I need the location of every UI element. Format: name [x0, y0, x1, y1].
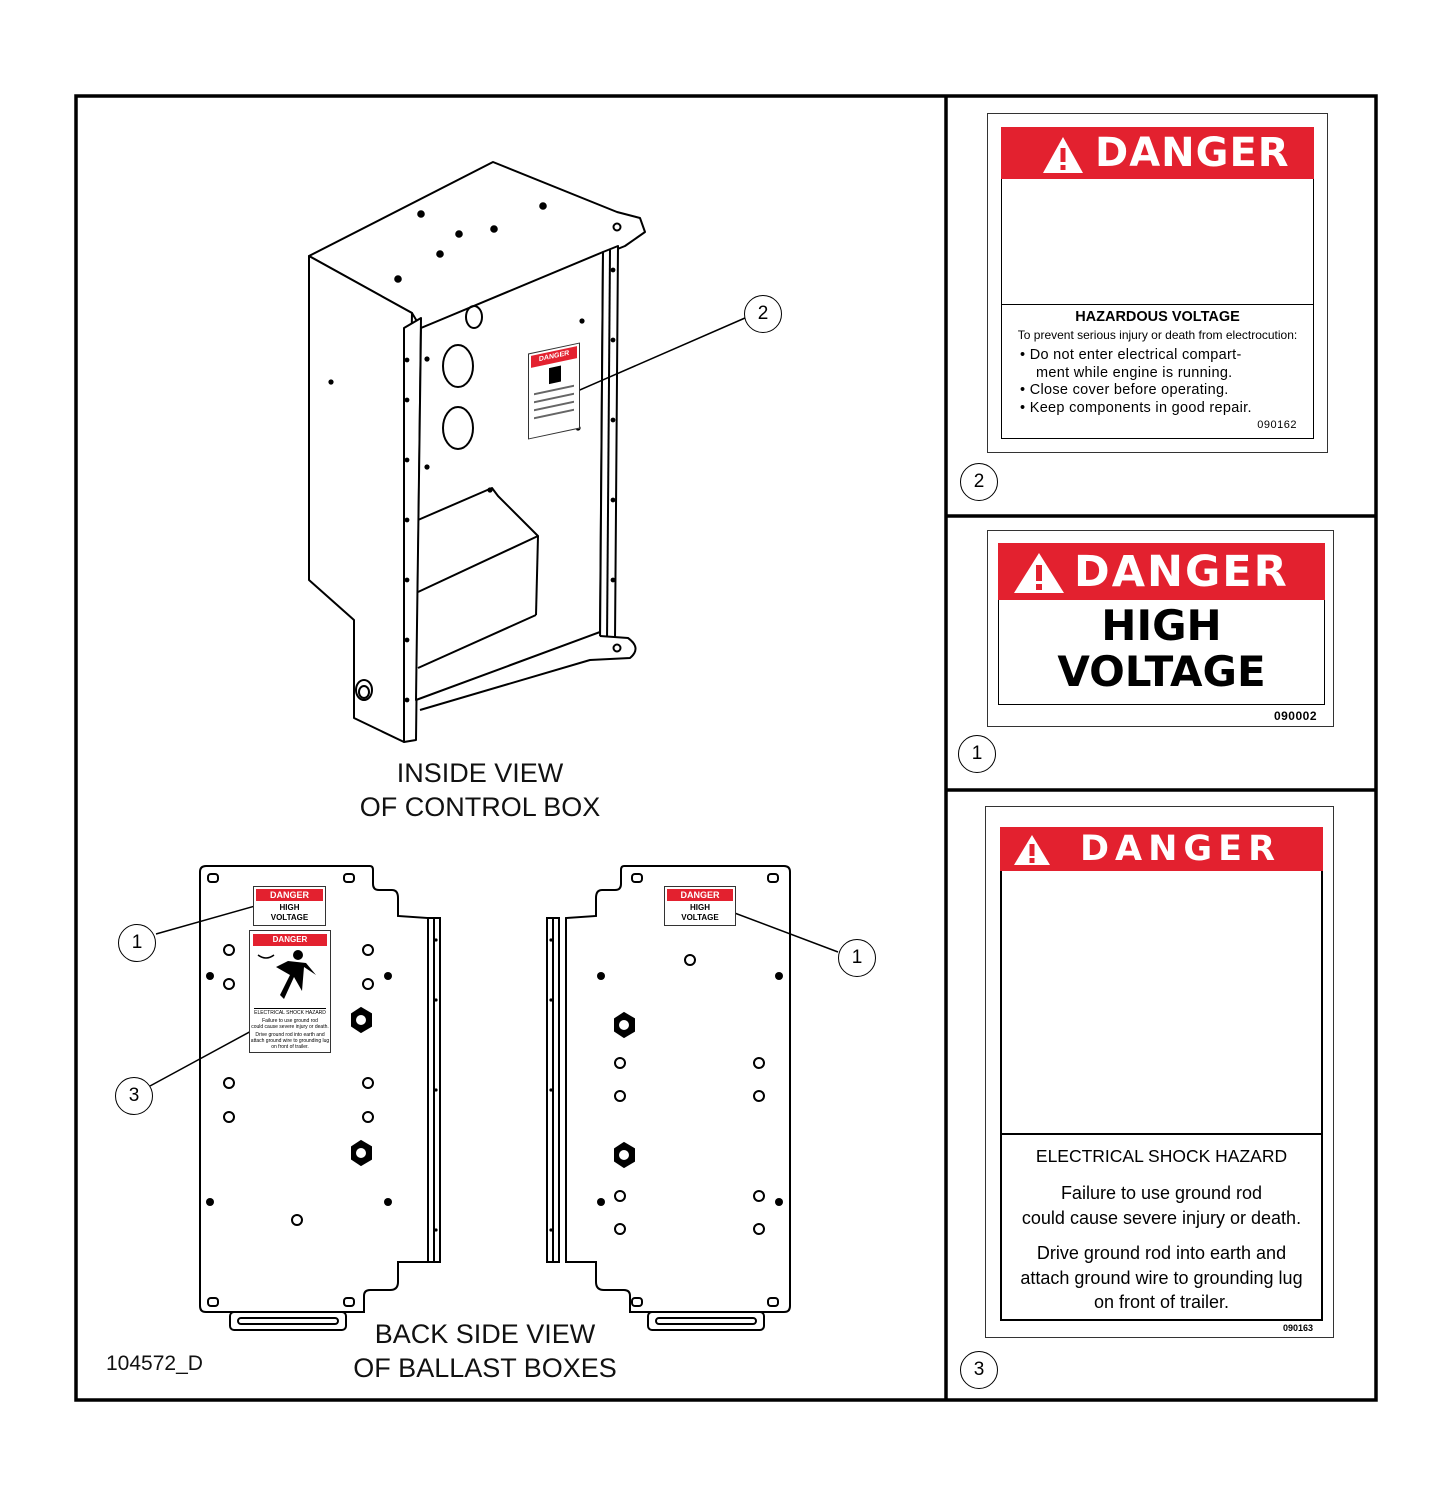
- decal-2-bullet-2: • Close cover before operating.: [1020, 382, 1229, 398]
- decal-2-bullet-1-cont: ment while engine is running.: [1036, 364, 1233, 381]
- decal-3-para2-line3: on front of trailer.: [1093, 1292, 1230, 1312]
- mini-decal-shock-hazard: DANGER ELECTRICAL SHOCK HAZARD Failure t…: [249, 930, 331, 1053]
- warning-triangle-icon: [1043, 137, 1083, 173]
- mini-decal-1r-text: HIGH VOLTAGE: [665, 903, 735, 923]
- mini-decal-2-pictogram: [549, 365, 561, 385]
- control-box-drawing: [308, 161, 646, 743]
- mini-decal-3-p2b: attach ground wire to grounding lug: [250, 1038, 330, 1044]
- mini-decal-1r-header: DANGER: [667, 889, 733, 901]
- decal-2-title: HAZARDOUS VOLTAGE: [1075, 309, 1240, 325]
- warning-triangle-icon: [1014, 835, 1050, 865]
- mini-decal-3-title: ELECTRICAL SHOCK HAZARD: [254, 1010, 326, 1016]
- callout-3-left-box: 3: [115, 1077, 153, 1115]
- mini-decal-high-voltage-left: DANGER HIGH VOLTAGE: [253, 886, 326, 926]
- decal-3-para2-line2: attach ground wire to grounding lug: [1020, 1267, 1303, 1288]
- ballast-box-left: [199, 865, 441, 1331]
- control-box-label-line1: INSIDE VIEW: [396, 758, 564, 788]
- callout-3-decal-panel: 3: [960, 1351, 998, 1389]
- control-box-view-label: INSIDE VIEW OF CONTROL BOX: [300, 756, 660, 824]
- decal-2-part-number: 090162: [1257, 419, 1297, 431]
- warning-triangle-icon: [1014, 553, 1064, 593]
- control-box-label-line2: OF CONTROL BOX: [359, 792, 601, 822]
- mini-decal-1l-header: DANGER: [256, 889, 323, 901]
- ballast-label-line1: BACK SIDE VIEW: [374, 1319, 596, 1349]
- decal-2-bullet-3-text: Keep components in good repair.: [1029, 399, 1252, 416]
- mini-decal-3-p1a: Failure to use ground rod: [262, 1018, 318, 1024]
- decal-2-bullet-1-text: Do not enter electrical compart-: [1029, 347, 1242, 363]
- ballast-label-line2: OF BALLAST BOXES: [353, 1353, 617, 1383]
- decal-3-header: DANGER: [1080, 829, 1282, 869]
- decal-3-para1: Failure to use ground rod could cause se…: [1000, 1181, 1323, 1230]
- ballast-box-right: [546, 865, 791, 1331]
- decal-hazardous-voltage: DANGER HAZARDOUS VOLTAGE To prevent seri…: [987, 113, 1328, 453]
- decal-3-part-number: 090163: [1282, 1323, 1313, 1333]
- mini-decal-hazardous-voltage: DANGER: [528, 342, 580, 440]
- mini-decal-3-text: ELECTRICAL SHOCK HAZARD Failure to use g…: [250, 1010, 330, 1050]
- mini-decal-3-pictogram: [257, 950, 316, 999]
- callout-1-right-box: 1: [838, 939, 876, 977]
- decal-1-part-number: 090002: [1273, 709, 1317, 723]
- decal-high-voltage: DANGER HIGH VOLTAGE 090002: [987, 530, 1334, 727]
- mini-decal-high-voltage-right: DANGER HIGH VOLTAGE: [664, 886, 736, 926]
- decal-2-subtitle: To prevent serious injury or death from …: [1017, 328, 1298, 342]
- callout-1-left-box: 1: [118, 924, 156, 962]
- decal-3-para1-line1: Failure to use ground rod: [1060, 1183, 1263, 1203]
- decal-2-bullet-2-text: Close cover before operating.: [1029, 382, 1229, 398]
- decal-2-bullet-3: • Keep components in good repair.: [1020, 399, 1252, 416]
- decal-2-bullet-1: • Do not enter electrical compart-: [1020, 347, 1242, 363]
- decal-2-header: DANGER: [1095, 130, 1290, 176]
- leader-callout-1-left: [155, 903, 263, 935]
- decal-2-bullets: • Do not enter electrical compart- ment …: [1020, 347, 1310, 417]
- mini-decal-1l-line1: HIGH: [279, 903, 300, 912]
- mini-decal-3-p2c: on front of trailer.: [271, 1044, 309, 1050]
- decal-3-para2: Drive ground rod into earth and attach g…: [1000, 1241, 1323, 1315]
- decal-3-danger-bar: DANGER: [1000, 827, 1323, 871]
- decal-3-para2-line1: Drive ground rod into earth and: [1036, 1243, 1287, 1263]
- callout-2-control-box: 2: [744, 295, 782, 333]
- mini-decal-3-header: DANGER: [253, 934, 327, 946]
- mini-decal-3-p1b: could cause severe injury or death.: [251, 1024, 329, 1030]
- decal-3-para1-line2: could cause severe injury or death.: [1021, 1207, 1302, 1228]
- callout-1-decal-panel: 1: [958, 735, 996, 773]
- leader-callout-1-right: [715, 905, 839, 953]
- ballast-boxes-view-label: BACK SIDE VIEW OF BALLAST BOXES: [300, 1317, 670, 1385]
- mini-decal-1l-line2: VOLTAGE: [270, 913, 309, 922]
- mini-decal-3-p2a: Drive ground rod into earth and: [255, 1032, 325, 1038]
- decal-shock-hazard: DANGER ELECTRICAL SHOCK HAZARD Failure t…: [985, 806, 1334, 1338]
- leader-callout-2: [565, 317, 746, 397]
- decal-3-title: ELECTRICAL SHOCK HAZARD: [1035, 1146, 1288, 1166]
- mini-decal-1l-text: HIGH VOLTAGE: [254, 903, 325, 923]
- decal-2-danger-bar: DANGER: [1001, 127, 1314, 179]
- decal-1-danger-bar: DANGER: [998, 543, 1325, 600]
- decal-1-line1: HIGH: [1101, 601, 1222, 650]
- decal-1-header: DANGER: [1074, 547, 1289, 597]
- mini-decal-1r-line2: VOLTAGE: [681, 913, 719, 922]
- mini-decal-1r-line1: HIGH: [690, 903, 710, 912]
- callout-2-decal-panel: 2: [960, 463, 998, 501]
- decal-1-line2: VOLTAGE: [1057, 647, 1266, 696]
- outer-frame: [74, 94, 1378, 1402]
- figure-id: 104572_D: [106, 1352, 203, 1375]
